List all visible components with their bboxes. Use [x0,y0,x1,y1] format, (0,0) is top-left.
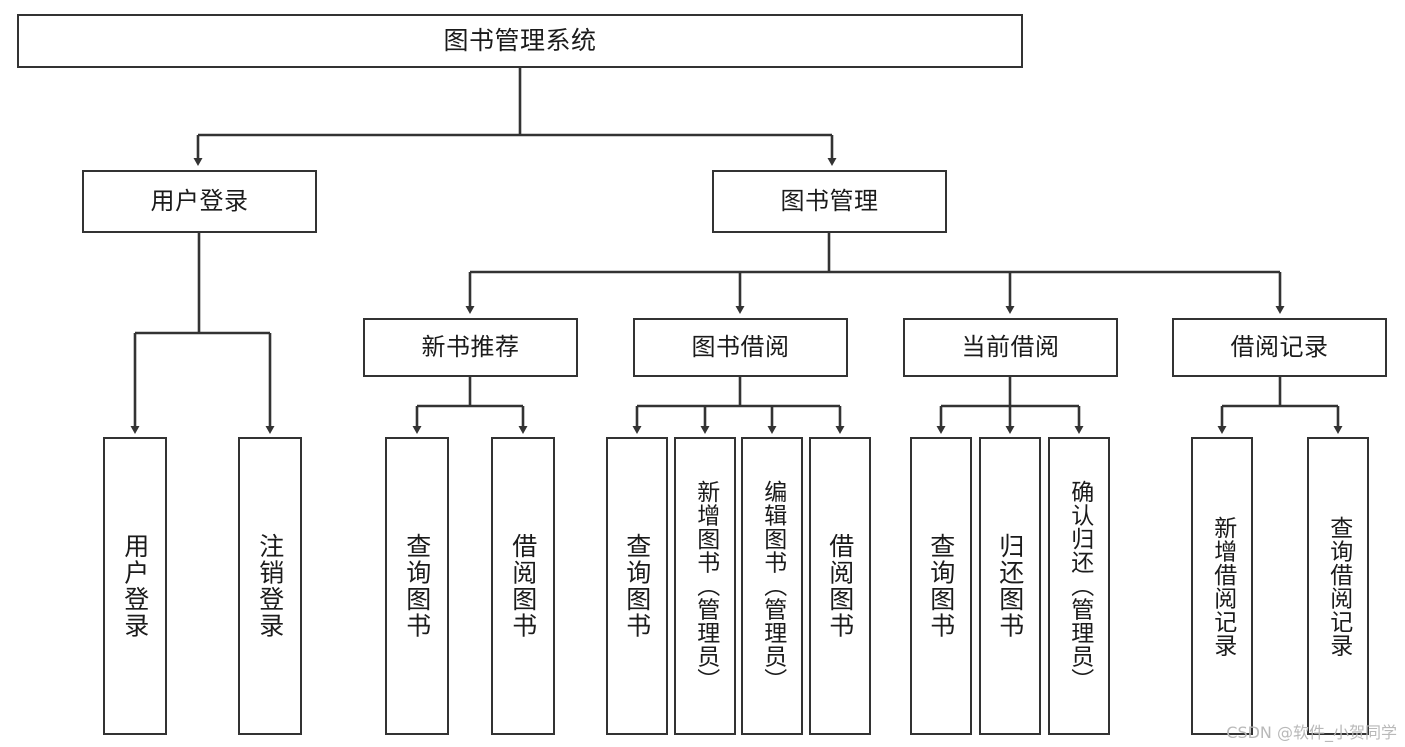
node-user-login[interactable]: 用户登录 [82,170,317,233]
node-book-management[interactable]: 图书管理 [712,170,947,233]
node-borrow-record[interactable]: 借阅记录 [1172,318,1387,377]
leaf-book-borrow-add-book-admin[interactable]: 新增图书（管理员） [674,437,736,735]
node-label: 图书借阅 [691,333,790,362]
node-label: 新书推荐 [421,333,520,362]
csdn-watermark: CSDN @软件_小贺同学 [1226,723,1397,742]
node-label: 查询图书 [622,533,652,639]
leaf-book-borrow-borrow-book[interactable]: 借阅图书 [809,437,871,735]
leaf-current-borrow-query-book[interactable]: 查询图书 [910,437,972,735]
node-label: 查询图书 [926,533,956,639]
leaf-new-book-borrow-book[interactable]: 借阅图书 [491,437,555,735]
leaf-book-borrow-query-book[interactable]: 查询图书 [606,437,668,735]
leaf-new-book-query-book[interactable]: 查询图书 [385,437,449,735]
node-label: 编辑图书（管理员） [759,480,786,692]
node-label: 图书管理系统 [443,26,597,56]
node-label: 借阅图书 [825,533,855,639]
leaf-current-borrow-return-book[interactable]: 归还图书 [979,437,1041,735]
node-label: 用户登录 [120,533,150,639]
node-label: 确认归还（管理员） [1066,480,1093,692]
node-label: 新增借阅记录 [1209,515,1236,657]
node-new-book-recommend[interactable]: 新书推荐 [363,318,578,377]
leaf-book-borrow-edit-book-admin[interactable]: 编辑图书（管理员） [741,437,803,735]
leaf-user-login[interactable]: 用户登录 [103,437,167,735]
node-label: 查询借阅记录 [1325,515,1352,657]
node-label: 图书管理 [780,187,879,216]
leaf-current-borrow-confirm-return-admin[interactable]: 确认归还（管理员） [1048,437,1110,735]
node-current-borrow[interactable]: 当前借阅 [903,318,1118,377]
leaf-borrow-record-query-record[interactable]: 查询借阅记录 [1307,437,1369,735]
node-label: 当前借阅 [961,333,1060,362]
node-label: 新增图书（管理员） [692,480,719,692]
node-label: 借阅记录 [1230,333,1329,362]
node-book-borrow[interactable]: 图书借阅 [633,318,848,377]
node-label: 用户登录 [150,187,249,216]
node-label: 注销登录 [255,533,285,639]
node-label: 借阅图书 [508,533,538,639]
node-root-book-management-system[interactable]: 图书管理系统 [17,14,1023,68]
node-label: 查询图书 [402,533,432,639]
node-label: 归还图书 [995,533,1025,639]
leaf-borrow-record-add-record[interactable]: 新增借阅记录 [1191,437,1253,735]
leaf-logout[interactable]: 注销登录 [238,437,302,735]
